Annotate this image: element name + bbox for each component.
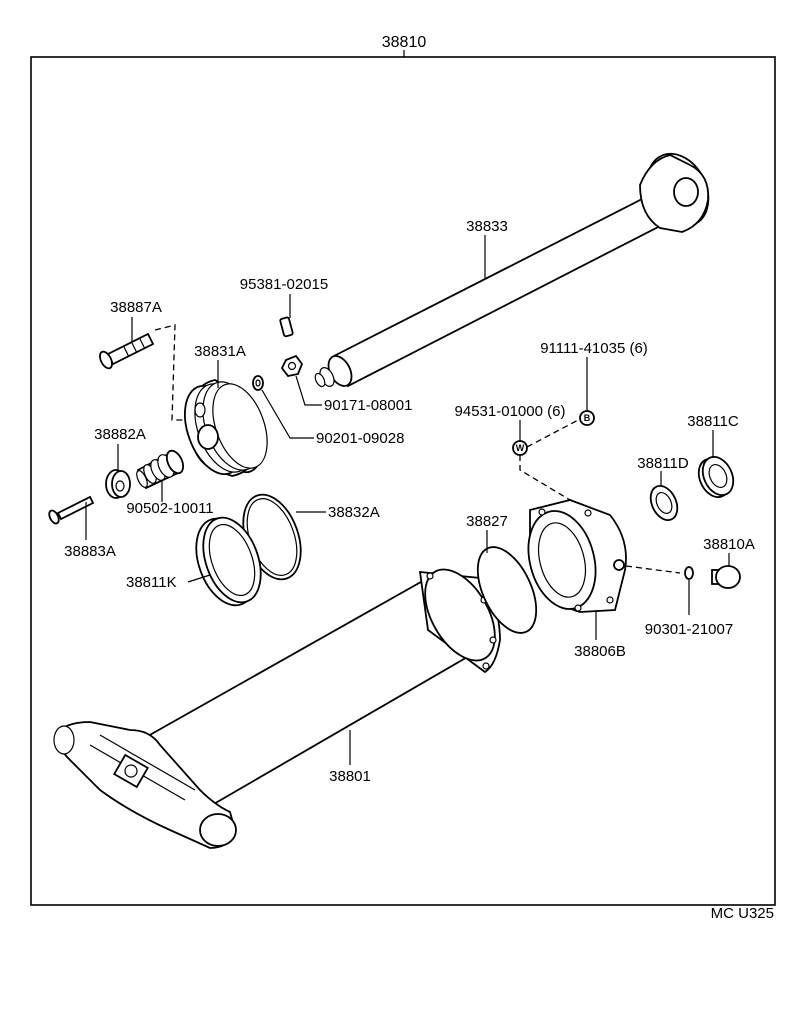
- plug-38810A: [711, 565, 741, 589]
- cylinder-head-38806B: [527, 499, 627, 613]
- label-38810A: 38810A: [703, 536, 755, 553]
- cylinder-body-38801: [53, 568, 501, 849]
- badge-w: W: [512, 440, 528, 456]
- label-90171-08001: 90171-08001: [324, 397, 412, 414]
- label-38811C: 38811C: [687, 413, 739, 430]
- label-90301-21007: 90301-21007: [645, 621, 733, 638]
- washer-90201-09028: [252, 375, 264, 391]
- nut-38882A: [105, 469, 131, 499]
- assembly-number-label: 38810: [382, 34, 427, 51]
- drawing-code: MC U325: [711, 905, 774, 922]
- label-94531-01000: 94531-01000 (6): [455, 403, 566, 420]
- seal-38811C: [697, 456, 735, 498]
- label-38811D: 38811D: [637, 455, 689, 472]
- pin-95381-02015: [279, 316, 294, 338]
- label-38883A: 38883A: [64, 543, 116, 560]
- piston-38831A: [184, 379, 268, 477]
- label-95381-02015: 95381-02015: [240, 276, 328, 293]
- label-38882A: 38882A: [94, 426, 146, 443]
- o-ring-90301-21007: [684, 566, 694, 580]
- label-38806B: 38806B: [574, 643, 626, 660]
- label-91111-41035: 91111-41035 (6): [540, 340, 648, 357]
- seal-38811D: [649, 485, 679, 521]
- boot-90502-10011: [136, 449, 185, 490]
- seal-38811K: [195, 516, 262, 607]
- label-38801: 38801: [329, 768, 371, 785]
- piston-rod-38833: [314, 152, 710, 388]
- svg-text:W: W: [516, 443, 525, 453]
- label-38832A: 38832A: [328, 504, 380, 521]
- bolt-38883A: [48, 495, 95, 525]
- badge-b: B: [579, 410, 595, 426]
- svg-text:B: B: [584, 413, 591, 423]
- assembly-frame: [30, 56, 776, 906]
- label-90201-09028: 90201-09028: [316, 430, 404, 447]
- label-38811K: 38811K: [126, 574, 177, 591]
- nut-90171-08001: [280, 354, 304, 377]
- label-38887A: 38887A: [110, 299, 162, 316]
- label-90502-10011: 90502-10011: [126, 500, 213, 517]
- label-38833: 38833: [466, 218, 508, 235]
- bolt-38887A: [99, 332, 155, 370]
- label-38831A: 38831A: [194, 343, 246, 360]
- label-38827: 38827: [466, 513, 508, 530]
